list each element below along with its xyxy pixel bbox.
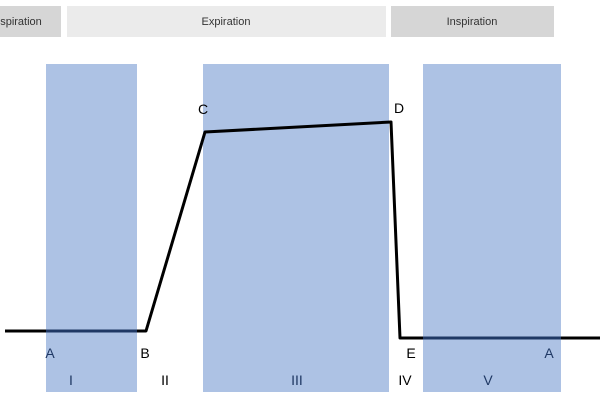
phase-label-v: V (483, 372, 493, 388)
phase-labels: I II III IV V (69, 372, 493, 388)
expiratory-curve (137, 120, 423, 340)
phase-label-ii: II (161, 372, 169, 388)
point-labels: A B C D E A (45, 100, 554, 361)
phase-label-iii: III (291, 372, 303, 388)
point-label-d: D (394, 100, 404, 116)
phase-band-i (46, 64, 137, 392)
point-label-b: B (140, 345, 149, 361)
point-label-e: E (406, 345, 415, 361)
header-label-expiration: Expiration (202, 16, 251, 28)
header-label-inspiration-left: spiration (0, 16, 42, 28)
header-label-inspiration-right: Inspiration (447, 16, 498, 28)
respiration-header: spiration Expiration Inspiration (0, 6, 554, 37)
phase-label-iv: IV (398, 372, 412, 388)
header-segment-inspiration-right (391, 6, 554, 37)
header-segment-inspiration-left (0, 6, 61, 37)
capnogram-waveform (5, 120, 600, 340)
point-label-a-end: A (544, 345, 554, 361)
phase-band-v (423, 64, 561, 392)
header-segment-expiration (67, 6, 386, 37)
phase-label-i: I (69, 372, 73, 388)
phase-bands (46, 64, 561, 392)
point-label-a-start: A (45, 345, 55, 361)
point-label-c: C (198, 101, 208, 117)
phase-band-iii (203, 64, 389, 392)
